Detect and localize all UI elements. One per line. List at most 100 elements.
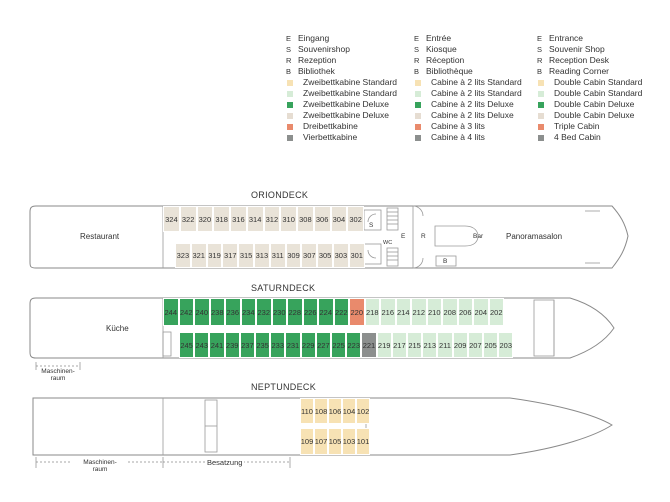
cabin-203[interactable]: 203 [498, 332, 514, 358]
cabin-205[interactable]: 205 [483, 332, 499, 358]
bar-label: Bar [473, 233, 484, 240]
cabin-219[interactable]: 219 [376, 332, 392, 358]
cabin-217[interactable]: 217 [391, 332, 407, 358]
cabin-206[interactable]: 206 [457, 298, 473, 326]
cabin-207[interactable]: 207 [467, 332, 483, 358]
cabin-242[interactable]: 242 [178, 298, 194, 326]
cabin-308[interactable]: 308 [297, 206, 314, 232]
cabin-227[interactable]: 227 [315, 332, 331, 358]
cabin-212[interactable]: 212 [411, 298, 427, 326]
cabin-322[interactable]: 322 [179, 206, 197, 232]
cabin-240[interactable]: 240 [194, 298, 210, 326]
legend-item: Triple Cabin [537, 121, 642, 132]
legend-label: 4 Bed Cabin [554, 132, 601, 143]
cabin-216[interactable]: 216 [380, 298, 396, 326]
cabin-224[interactable]: 224 [318, 298, 334, 326]
cabin-312[interactable]: 312 [263, 206, 281, 232]
cabin-234[interactable]: 234 [240, 298, 256, 326]
cabin-208[interactable]: 208 [442, 298, 458, 326]
cabin-220[interactable]: 220 [349, 298, 365, 326]
cabin-302[interactable]: 302 [347, 206, 364, 232]
cabin-110[interactable]: 110 [300, 398, 314, 424]
cabin-229[interactable]: 229 [300, 332, 316, 358]
cabin-320[interactable]: 320 [196, 206, 214, 232]
cabin-307[interactable]: 307 [301, 243, 318, 268]
cabin-108[interactable]: 108 [314, 398, 328, 424]
souvenir-shop-marker: S [369, 222, 374, 229]
cabin-316[interactable]: 316 [230, 206, 247, 232]
legend-label: Cabine à 3 lits [431, 121, 485, 132]
cabin-228[interactable]: 228 [287, 298, 303, 326]
legend-symbol: E [286, 34, 292, 43]
cabin-215[interactable]: 215 [407, 332, 423, 358]
legend-label: Double Cabin Deluxe [554, 99, 635, 110]
cabin-213[interactable]: 213 [422, 332, 438, 358]
cabin-244[interactable]: 244 [163, 298, 179, 326]
cabin-230[interactable]: 230 [271, 298, 287, 326]
orion-stairs-bottom [386, 247, 399, 267]
wc-marker: WC [383, 240, 393, 246]
cabin-104[interactable]: 104 [342, 398, 356, 424]
cabin-105[interactable]: 105 [328, 428, 342, 455]
legend-swatch [287, 112, 293, 119]
cabin-232[interactable]: 232 [256, 298, 272, 326]
legend-label: Entrée [426, 33, 452, 43]
cabin-107[interactable]: 107 [314, 428, 328, 455]
cabin-319[interactable]: 319 [206, 243, 223, 268]
cabin-214[interactable]: 214 [395, 298, 411, 326]
legend-symbol: R [537, 56, 543, 66]
cabin-315[interactable]: 315 [238, 243, 254, 268]
cabin-109[interactable]: 109 [300, 428, 314, 455]
cabin-221[interactable]: 221 [361, 332, 377, 358]
legend-symbol: R [286, 56, 292, 66]
cabin-303[interactable]: 303 [333, 243, 349, 268]
cabin-103[interactable]: 103 [342, 428, 356, 455]
cabin-210[interactable]: 210 [426, 298, 442, 326]
cabin-304[interactable]: 304 [330, 206, 348, 232]
cabin-202[interactable]: 202 [488, 298, 504, 326]
legend-item: Cabine à 3 lits [414, 121, 522, 132]
cabin-324[interactable]: 324 [163, 206, 180, 232]
cabin-236[interactable]: 236 [225, 298, 241, 326]
cabin-317[interactable]: 317 [222, 243, 239, 268]
cabin-309[interactable]: 309 [285, 243, 302, 268]
cabin-106[interactable]: 106 [328, 398, 342, 424]
cabin-218[interactable]: 218 [364, 298, 380, 326]
cabin-222[interactable]: 222 [333, 298, 349, 326]
cabin-209[interactable]: 209 [452, 332, 468, 358]
cabin-211[interactable]: 211 [437, 332, 453, 358]
cabin-225[interactable]: 225 [331, 332, 347, 358]
cabin-306[interactable]: 306 [313, 206, 331, 232]
legend-label: Cabine à 2 lits Deluxe [431, 99, 514, 110]
cabin-314[interactable]: 314 [246, 206, 264, 232]
legend-label: Zweibettkabine Deluxe [303, 99, 389, 110]
orion-deck-title: ORIONDECK [251, 190, 309, 200]
cabin-241[interactable]: 241 [209, 332, 225, 358]
cabin-305[interactable]: 305 [317, 243, 333, 268]
cabin-238[interactable]: 238 [209, 298, 225, 326]
cabin-204[interactable]: 204 [473, 298, 489, 326]
cabin-301[interactable]: 301 [348, 243, 365, 268]
cabin-239[interactable]: 239 [224, 332, 240, 358]
cabin-310[interactable]: 310 [280, 206, 297, 232]
cabin-231[interactable]: 231 [285, 332, 301, 358]
cabin-313[interactable]: 313 [254, 243, 270, 268]
cabin-223[interactable]: 223 [346, 332, 362, 358]
cabin-321[interactable]: 321 [190, 243, 207, 268]
cabin-101[interactable]: 101 [356, 428, 370, 455]
cabin-237[interactable]: 237 [239, 332, 255, 358]
cabin-235[interactable]: 235 [255, 332, 271, 358]
cabin-243[interactable]: 243 [194, 332, 210, 358]
cabin-318[interactable]: 318 [213, 206, 230, 232]
cabin-311[interactable]: 311 [269, 243, 286, 268]
cabin-102[interactable]: 102 [356, 398, 370, 424]
cabin-226[interactable]: 226 [302, 298, 318, 326]
cabin-323[interactable]: 323 [175, 243, 191, 268]
cabin-245[interactable]: 245 [179, 332, 195, 358]
cabin-233[interactable]: 233 [270, 332, 286, 358]
